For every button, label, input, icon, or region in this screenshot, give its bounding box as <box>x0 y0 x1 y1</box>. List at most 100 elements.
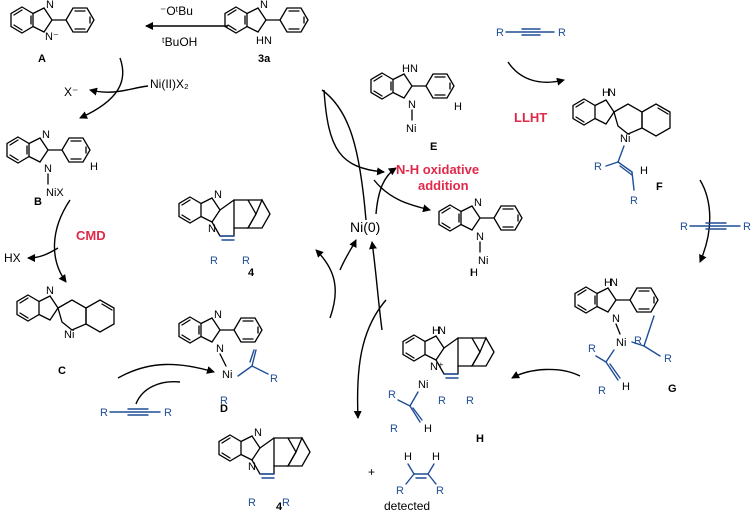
structure-h: H N N⁺ Ni R R R R H <box>388 325 495 435</box>
atom-n2: N <box>476 231 484 243</box>
label-4-bottom: 4 <box>276 501 283 513</box>
atom-n: N <box>214 189 222 201</box>
alkyne-right: R R <box>680 221 751 233</box>
label-h: H <box>476 433 484 445</box>
atom-h2: H <box>454 101 462 113</box>
atom-r: R <box>594 161 602 173</box>
atom-r4: R <box>390 423 398 435</box>
atom-n: N <box>46 285 54 297</box>
atom-n: N <box>608 87 616 99</box>
atom-n2: N <box>408 99 416 111</box>
atom-r2: R <box>282 497 290 509</box>
label-a: A <box>38 53 46 65</box>
alkyne-d: R R <box>100 407 172 419</box>
structure-c: N Ni <box>16 285 115 341</box>
atom-n-minus: N⁻ <box>45 31 59 43</box>
atom-r: R <box>438 395 446 407</box>
atom-ni: Ni <box>222 369 232 381</box>
regen-arrow-d <box>339 239 357 271</box>
atom-ni: Ni <box>620 133 630 145</box>
atom-r2: R <box>270 373 278 385</box>
label-b: B <box>34 196 42 208</box>
detected-alkene: H H R R <box>396 451 444 497</box>
label-i: I <box>470 267 473 279</box>
step-llht: LLHT <box>514 110 547 125</box>
structure-3a: N H N <box>224 0 309 47</box>
plus-sign: + <box>368 465 375 479</box>
nickel-zero: Ni(0) <box>350 219 380 235</box>
atom-h: H <box>604 277 612 289</box>
atom-r2: R <box>634 335 642 347</box>
atom-n2: N <box>216 343 224 355</box>
atom-n: N <box>260 0 268 11</box>
atom-r2: R <box>436 485 444 497</box>
reagent-x-minus: X⁻ <box>64 85 78 99</box>
second-insertion-arrow <box>699 179 711 263</box>
atom-ni: Ni <box>478 255 488 267</box>
reagent-tbuoh: ᵗBuOH <box>162 35 197 49</box>
llht-arrow <box>507 61 565 86</box>
hx-release-arrow <box>27 247 59 262</box>
atom-r2: R <box>242 255 250 267</box>
structure-4-top: N N R R <box>178 189 271 267</box>
atom-n: N <box>46 0 54 11</box>
structure-f: H N Ni H R R <box>572 87 671 207</box>
structure-e: H N N Ni H <box>370 63 462 135</box>
atom-r4: R <box>598 385 606 397</box>
regen-arrow-h <box>369 241 383 331</box>
to-i-arrow <box>373 179 431 213</box>
atom-n2: N <box>44 163 52 175</box>
oxidative-addition-arrow <box>375 167 397 215</box>
atom-ni: Ni <box>418 379 428 391</box>
atom-r: R <box>100 407 108 419</box>
atom-ni: Ni <box>616 337 626 349</box>
reagent-nix2: Ni(II)X₂ <box>150 77 189 91</box>
atom-r2: R <box>630 195 638 207</box>
atom-n2: N <box>248 461 256 473</box>
label-3a: 3a <box>258 53 271 65</box>
atom-r: R <box>496 27 504 39</box>
atom-h2: H <box>640 165 648 177</box>
atom-n-plus: N⁺ <box>430 361 444 373</box>
insertion-arrow <box>117 363 215 379</box>
atom-n: N <box>214 309 222 321</box>
atom-n2: N <box>264 35 272 47</box>
atom-h: H <box>256 35 264 47</box>
atom-r3: R <box>388 389 396 401</box>
reductive-elimination-arrow <box>315 249 336 319</box>
to-e-arrow <box>323 89 385 176</box>
atom-h: H <box>470 267 478 279</box>
reagent-otbu: ⁻OᵗBu <box>160 4 193 18</box>
atom-n: N <box>254 427 262 439</box>
atom-n: N <box>474 197 482 209</box>
atom-r: R <box>220 395 228 407</box>
label-d: D <box>220 403 228 415</box>
atom-h: H <box>402 63 410 75</box>
atom-h: H <box>90 161 98 173</box>
atom-ni: Ni <box>64 329 74 341</box>
atom-h: H <box>432 325 440 337</box>
cycle-up-arrow <box>321 89 367 221</box>
detected-label: detected <box>384 499 430 513</box>
label-f: F <box>656 181 663 193</box>
atom-n: N <box>410 63 418 75</box>
x-release-arrow <box>89 85 149 96</box>
label-c: C <box>58 365 66 377</box>
atom-r2: R <box>558 27 566 39</box>
atom-n2: N <box>612 313 620 325</box>
atom-nix: NiX <box>46 187 64 199</box>
label-e: E <box>430 141 437 153</box>
atom-n: N <box>42 129 50 141</box>
atom-r: R <box>396 485 404 497</box>
atom-h2: H <box>424 423 432 435</box>
atom-r: R <box>248 497 256 509</box>
atom-h: H <box>404 451 412 463</box>
atom-r3: R <box>664 353 672 365</box>
structure-b: N N NiX H <box>6 129 98 199</box>
structure-d: N N Ni R R <box>178 309 278 407</box>
to-h-arrow <box>511 368 581 379</box>
atom-r: R <box>210 255 218 267</box>
atom-r2: R <box>164 407 172 419</box>
atom-ni: Ni <box>406 123 416 135</box>
